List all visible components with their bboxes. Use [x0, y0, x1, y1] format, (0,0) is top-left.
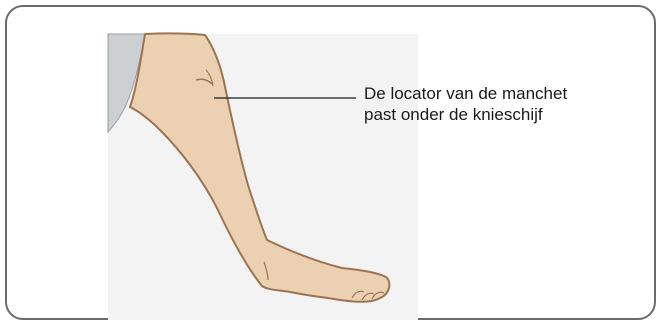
callout-line-2: past onder de knieschijf	[364, 104, 654, 125]
callout-label: De locator van de manchet past onder de …	[364, 83, 654, 125]
callout-line-1: De locator van de manchet	[364, 83, 654, 104]
